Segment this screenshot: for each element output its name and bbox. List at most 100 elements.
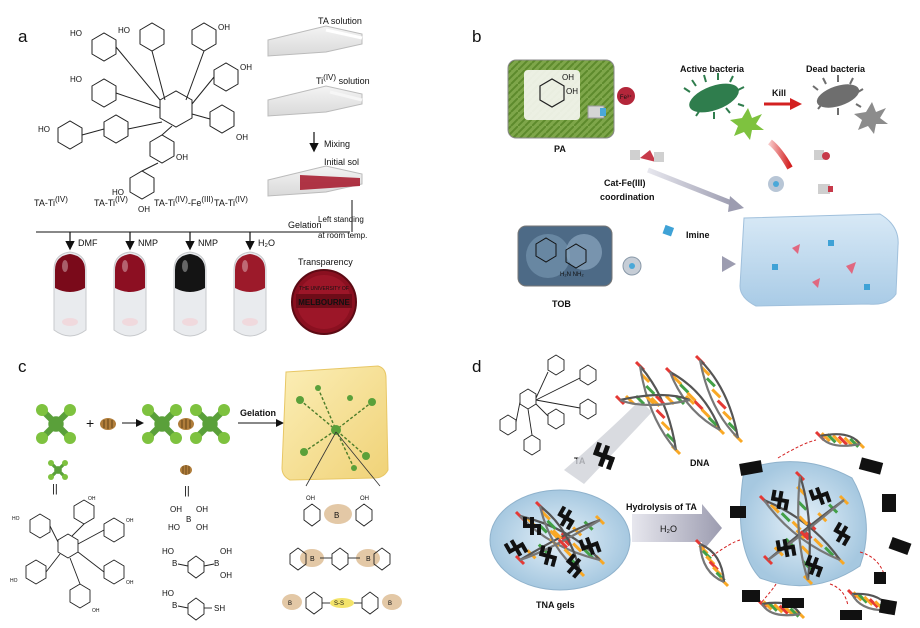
- panel-a-letter: a: [18, 27, 28, 46]
- svg-text:OH: OH: [88, 496, 96, 502]
- panel-b-letter: b: [472, 27, 481, 46]
- dead-bacteria-icons: [812, 75, 888, 134]
- sample-vial-3: TA-Ti(IV)-Fe(III)NMP: [154, 195, 218, 337]
- svg-text:OH: OH: [138, 205, 150, 214]
- hydrolysis-label: Hydrolysis of TA: [626, 502, 697, 512]
- tna-gels-label: TNA gels: [536, 600, 575, 610]
- svg-text:OH: OH: [218, 23, 230, 32]
- svg-text:OH: OH: [240, 63, 252, 72]
- dna-label: DNA: [690, 458, 710, 468]
- left-standing-label-2: at room temp.: [318, 231, 367, 240]
- melbourne-logo-dish: THE UNIVERSITY OF MELBOURNE: [291, 269, 357, 335]
- svg-text:HO: HO: [12, 516, 20, 522]
- imine-label: Imine: [686, 230, 710, 240]
- solvent-label: NMP: [138, 238, 158, 248]
- svg-text:B: B: [334, 511, 339, 520]
- equals-right: ||: [184, 485, 190, 497]
- left-standing-label-1: Left standing: [318, 215, 364, 224]
- tob-gear-icon: [622, 256, 642, 276]
- small-star-icon: [48, 460, 68, 480]
- boronic-acid-1: OH HO B OH OH: [168, 505, 208, 532]
- hydrogel-block: [739, 213, 899, 307]
- zoom-line-left: [305, 431, 337, 487]
- initial-sol-tube: [267, 165, 363, 197]
- star-dimer-right: [190, 404, 230, 444]
- imine-arrowhead: [722, 256, 736, 272]
- svg-text:OH: OH: [236, 133, 248, 142]
- sample-label: TA-Ti(IV): [214, 195, 248, 208]
- panel-d: d TA DNA TNA gels Hydrolysis of: [472, 354, 912, 620]
- boronate-ester-1: B OH OH: [303, 496, 373, 527]
- kill-arrowhead: [790, 98, 802, 110]
- panel-d-letter: d: [472, 357, 481, 376]
- svg-text:B: B: [310, 556, 315, 563]
- svg-text:OH: OH: [220, 571, 232, 580]
- degraded-gel-network: [694, 430, 896, 620]
- svg-text:OH: OH: [126, 580, 134, 586]
- svg-text:HO: HO: [70, 29, 82, 38]
- svg-text:OH: OH: [196, 523, 208, 532]
- pa-fern-image: OH OH: [507, 59, 615, 139]
- svg-text:Ti(IV) solution: Ti(IV) solution: [316, 73, 370, 86]
- sample-vial-4: TA-Ti(IV) H₂O: [214, 195, 275, 337]
- svg-text:HO: HO: [38, 125, 50, 134]
- svg-text:H₂N NH₂: H₂N NH₂: [560, 272, 584, 278]
- svg-text:OH: OH: [566, 87, 578, 96]
- panel-b: b OH OH PA Fe³⁺ Active bacteria Dead bac…: [472, 27, 899, 309]
- svg-text:B: B: [186, 515, 191, 524]
- kill-label: Kill: [772, 88, 786, 98]
- pa-label: PA: [554, 144, 566, 154]
- fe-ion: Fe³⁺: [617, 87, 635, 105]
- svg-text:OH: OH: [220, 547, 232, 556]
- equals-left: ||: [52, 483, 58, 495]
- svg-text:OH: OH: [562, 73, 574, 82]
- assembly-path: [564, 400, 652, 484]
- sample-row: TA-Ti(IV)DMFTA-Ti(IV)NMPTA-Ti(IV)-Fe(III…: [34, 195, 275, 337]
- hydrolysis-arrow: [632, 504, 722, 552]
- imine-cube-icon: [662, 224, 675, 237]
- gelation-c-label: Gelation: [240, 408, 276, 418]
- mixing-label: Mixing: [324, 139, 350, 149]
- cat-fe-label-1: Cat-Fe(III): [604, 178, 646, 188]
- zoom-line-right: [335, 431, 381, 487]
- star-crosslinker-icon: [36, 404, 76, 444]
- svg-text:OH: OH: [196, 505, 208, 514]
- sample-label: TA-Ti(IV): [94, 195, 128, 208]
- svg-text:B: B: [366, 556, 371, 563]
- svg-text:HO: HO: [118, 26, 130, 35]
- svg-text:B: B: [172, 559, 177, 568]
- svg-text:S-S: S-S: [334, 601, 344, 607]
- release-arrow: [768, 139, 793, 170]
- sample-vial-1: TA-Ti(IV)DMF: [34, 195, 98, 337]
- ta-solution-label: TA solution: [318, 16, 362, 26]
- gelation-label: Gelation: [288, 220, 322, 230]
- panel-c-letter: c: [18, 357, 27, 376]
- sample-label: TA-Ti(IV): [34, 195, 68, 208]
- ti-solution-label: Ti(IV) solution: [316, 73, 370, 86]
- svg-text:HO: HO: [70, 75, 82, 84]
- cat-fe-arrowhead: [728, 196, 744, 212]
- solvent-label: H₂O: [258, 238, 275, 248]
- svg-text:MELBOURNE: MELBOURNE: [298, 298, 350, 307]
- initial-sol-label: Initial sol: [324, 157, 359, 167]
- svg-text:HO: HO: [10, 578, 18, 584]
- star-dimer-left: [142, 404, 182, 444]
- tna-gel-network: [503, 500, 606, 579]
- svg-text:HO: HO: [112, 188, 124, 197]
- tob-image: H₂N NH₂: [517, 225, 613, 287]
- svg-text:SH: SH: [214, 604, 225, 613]
- dimer-bead-icon: [178, 418, 194, 430]
- cat-fe-label-2: coordination: [600, 192, 655, 202]
- svg-text:B: B: [214, 559, 219, 568]
- free-particles: [768, 150, 833, 194]
- svg-text:OH: OH: [170, 505, 182, 514]
- panel-c: c + Gelation ||: [10, 357, 402, 621]
- ta-cross-icon: [592, 441, 616, 471]
- ta-molecule-structure: [57, 22, 239, 200]
- svg-text:OH: OH: [92, 608, 100, 614]
- boronate-ester-2: B B: [289, 547, 391, 571]
- svg-text:HO: HO: [168, 523, 180, 532]
- boronic-bead-icon: [100, 418, 116, 430]
